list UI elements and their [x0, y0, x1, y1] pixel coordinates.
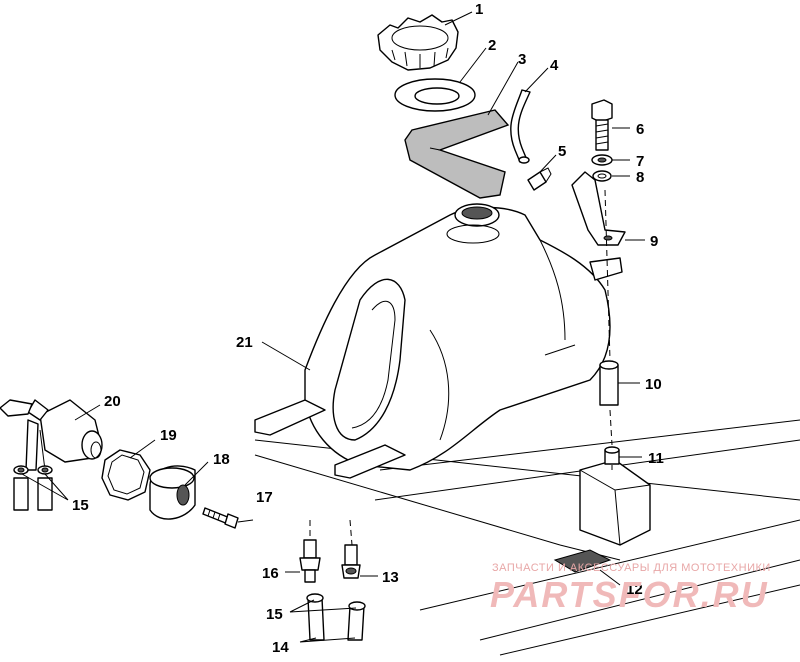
callout-9: 9: [650, 233, 658, 250]
callout-5: 5: [558, 143, 566, 160]
foam-pad: [404, 109, 510, 199]
fuel-hoses-left: [13, 465, 53, 511]
callout-19: 19: [160, 427, 177, 444]
fuel-pump: [0, 399, 103, 471]
frame-bracket: [553, 459, 651, 573]
frame-rails: [254, 419, 800, 656]
callout-17: 17: [256, 489, 273, 506]
alignment-lines: [309, 189, 613, 546]
callout-1: 1: [475, 1, 483, 18]
bushing: [604, 446, 620, 465]
watermark-tagline: ЗАПЧАСТИ И АКСЕССУАРЫ ДЛЯ МОТОТЕХНИКИ: [492, 562, 771, 574]
mount-bolt: [591, 99, 613, 151]
fuel-valve: [341, 544, 361, 579]
callout-7: 7: [636, 153, 644, 170]
filter-gasket: [101, 449, 151, 501]
callout-4: 4: [550, 57, 559, 74]
callout-10: 10: [645, 376, 662, 393]
leader-lines: [21, 11, 645, 643]
filter-screw: [202, 507, 239, 529]
callout-20: 20: [104, 393, 121, 410]
callout-18: 18: [213, 451, 230, 468]
callout-21: 21: [236, 334, 253, 351]
watermark-brand: PARTSFOR.RU: [490, 574, 769, 615]
filler-cap: [377, 14, 459, 71]
callout-13: 13: [382, 569, 399, 586]
grommet: [592, 170, 612, 182]
callout-15-bottom: 15: [266, 606, 283, 623]
callout-8: 8: [636, 169, 644, 186]
cap-gasket: [394, 78, 476, 112]
tank-strap-bracket: [571, 171, 626, 246]
callout-2: 2: [488, 37, 496, 54]
fuel-hoses-bottom: [306, 593, 366, 641]
callout-11: 11: [648, 450, 664, 467]
callout-15-left: 15: [72, 497, 89, 514]
washer: [591, 154, 613, 166]
callout-14: 14: [272, 639, 289, 656]
callout-16: 16: [262, 565, 279, 582]
vent-hose: [510, 89, 531, 164]
outlet-fitting: [299, 539, 321, 583]
callout-6: 6: [636, 121, 644, 138]
callout-labels: 1 2 3 4 5 6 7 8 9 10 11 12 13 14 15 15 1…: [72, 1, 664, 656]
callout-12: 12: [626, 581, 643, 598]
callout-3: 3: [518, 51, 526, 68]
spacer-tube: [599, 360, 619, 406]
filter-housing: [149, 465, 196, 520]
fuel-tank: [254, 203, 623, 479]
vent-fitting: [527, 167, 552, 191]
